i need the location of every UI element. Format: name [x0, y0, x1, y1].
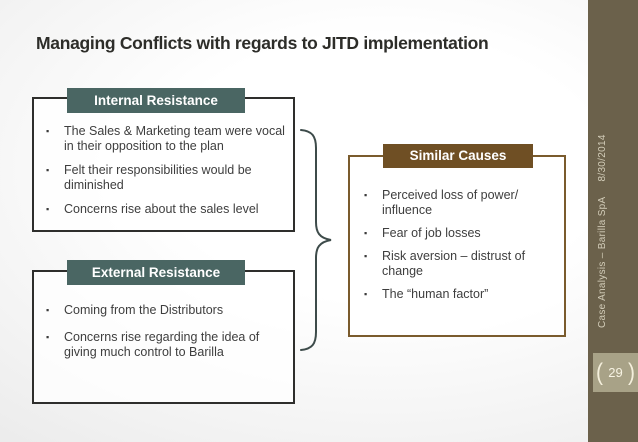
sidebar-vertical-text: Case Analysis – Barilla SpA 8/30/2014: [597, 134, 608, 328]
bullet-icon: ▪: [46, 305, 50, 315]
bullet-icon: ▪: [46, 204, 50, 214]
internal-resistance-box: ▪ The Sales & Marketing team were vocal …: [32, 97, 295, 232]
bullet-icon: ▪: [364, 251, 368, 261]
sidebar-case-label: Case Analysis – Barilla SpA: [597, 196, 608, 329]
list-item: ▪ Coming from the Distributors: [46, 303, 287, 318]
list-item: ▪ Fear of job losses: [364, 226, 558, 241]
similar-causes-box: ▪ Perceived loss of power/ influence ▪ F…: [348, 155, 566, 337]
bullet-icon: ▪: [46, 126, 50, 136]
bullet-icon: ▪: [46, 165, 50, 175]
list-item: ▪ Risk aversion – distrust of change: [364, 249, 558, 279]
bullet-text: Risk aversion – distrust of change: [382, 249, 526, 278]
bullet-text: The Sales & Marketing team were vocal in…: [64, 124, 285, 153]
bullet-text: Fear of job losses: [382, 226, 481, 240]
list-item: ▪ Felt their responsibilities would be d…: [46, 163, 287, 193]
sidebar: Case Analysis – Barilla SpA 8/30/2014 ( 2…: [588, 0, 638, 442]
bullet-icon: ▪: [364, 228, 368, 238]
external-resistance-list: ▪ Coming from the Distributors ▪ Concern…: [34, 272, 293, 360]
bullet-icon: ▪: [364, 190, 368, 200]
right-bracket: ): [628, 359, 635, 386]
bullet-text: Coming from the Distributors: [64, 303, 224, 317]
bullet-icon: ▪: [46, 332, 50, 342]
internal-resistance-list: ▪ The Sales & Marketing team were vocal …: [34, 99, 293, 217]
internal-resistance-header: Internal Resistance: [67, 88, 245, 113]
external-resistance-box: ▪ Coming from the Distributors ▪ Concern…: [32, 270, 295, 404]
bullet-text: Perceived loss of power/ influence: [382, 188, 519, 217]
page-number-badge: ( 29 ): [593, 353, 638, 392]
bullet-text: The “human factor”: [382, 287, 489, 301]
page-title: Managing Conflicts with regards to JITD …: [36, 33, 489, 53]
list-item: ▪ Concerns rise about the sales level: [46, 202, 287, 217]
similar-causes-list: ▪ Perceived loss of power/ influence ▪ F…: [350, 157, 564, 302]
list-item: ▪ Perceived loss of power/ influence: [364, 188, 558, 218]
bullet-text: Concerns rise about the sales level: [64, 202, 259, 216]
bullet-text: Felt their responsibilities would be dim…: [64, 163, 252, 192]
list-item: ▪ The Sales & Marketing team were vocal …: [46, 124, 287, 154]
similar-causes-header: Similar Causes: [383, 144, 533, 168]
external-resistance-header: External Resistance: [67, 260, 245, 285]
left-bracket: (: [596, 359, 603, 386]
list-item: ▪ The “human factor”: [364, 287, 558, 302]
page-number: 29: [608, 365, 623, 380]
list-item: ▪ Concerns rise regarding the idea of gi…: [46, 330, 287, 360]
curly-brace-connector: [300, 129, 332, 351]
bullet-text: Concerns rise regarding the idea of givi…: [64, 330, 260, 359]
sidebar-date: 8/30/2014: [597, 134, 608, 182]
bullet-icon: ▪: [364, 289, 368, 299]
